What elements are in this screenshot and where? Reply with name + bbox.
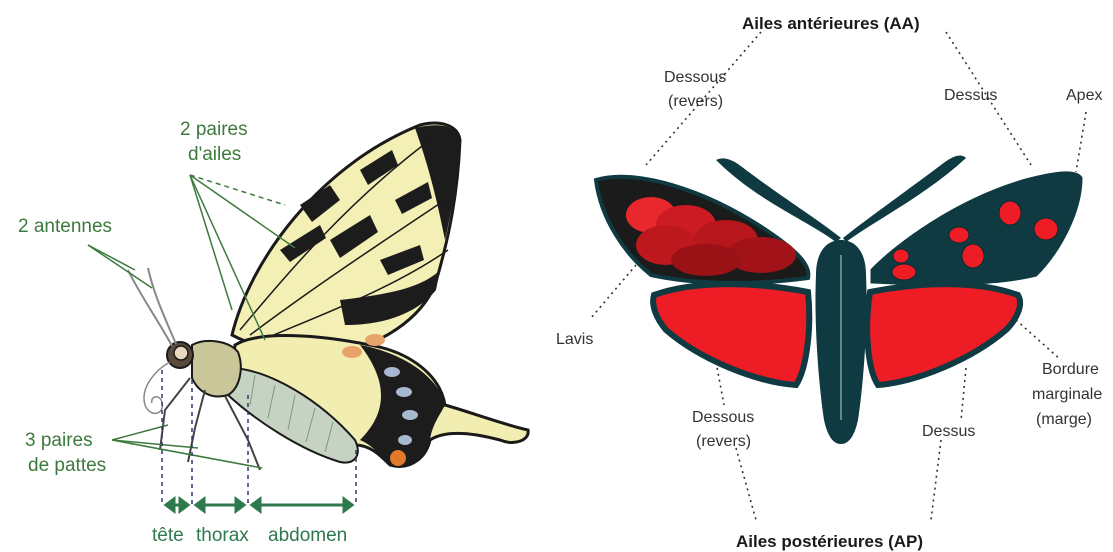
upperside-top-label: Dessus bbox=[944, 87, 997, 104]
thorax bbox=[192, 341, 241, 397]
lavis-label: Lavis bbox=[556, 331, 593, 348]
underside-top-line2: (revers) bbox=[668, 93, 723, 110]
wings-label-line2: d'ailes bbox=[188, 144, 241, 165]
legs-label-line2: de pattes bbox=[28, 455, 106, 476]
legs-pointer-lines bbox=[112, 425, 262, 468]
border-label-line2: marginale bbox=[1032, 386, 1102, 403]
segment-arrows bbox=[166, 499, 352, 511]
border-label-line1: Bordure bbox=[1042, 361, 1099, 378]
underside-bottom-line2: (revers) bbox=[696, 433, 751, 450]
right-hindwing bbox=[867, 284, 1020, 385]
swallowtail-diagram: 2 paires d'ailes 2 antennes 3 paires de … bbox=[0, 0, 556, 552]
segment-abdomen-label: abdomen bbox=[268, 525, 347, 546]
wings-label-line1: 2 paires bbox=[180, 119, 248, 140]
antenna-1 bbox=[128, 270, 172, 346]
hindwings-title: Ailes postérieures (AP) bbox=[736, 532, 923, 551]
legs-label-line1: 3 paires bbox=[25, 430, 93, 451]
segment-thorax-label: thorax bbox=[196, 525, 249, 546]
antennae-pointer-lines bbox=[88, 245, 152, 288]
swallowtail-illustration: 2 paires d'ailes 2 antennes 3 paires de … bbox=[0, 0, 556, 552]
apex-label: Apex bbox=[1066, 87, 1102, 104]
antennae-label: 2 antennes bbox=[18, 216, 112, 237]
forewings-title: Ailes antérieures (AA) bbox=[742, 14, 920, 33]
moth-illustration: Ailes antérieures (AA) Ailes postérieure… bbox=[556, 0, 1113, 552]
eye bbox=[174, 346, 188, 360]
proboscis bbox=[144, 362, 170, 413]
moth-diagram: Ailes antérieures (AA) Ailes postérieure… bbox=[556, 0, 1113, 552]
underside-top-line1: Dessous bbox=[664, 69, 726, 86]
left-hindwing bbox=[653, 284, 809, 385]
upperside-bottom-label: Dessus bbox=[922, 423, 975, 440]
underside-bottom-line1: Dessous bbox=[692, 409, 754, 426]
hindwing-eyespot bbox=[390, 450, 406, 466]
border-label-line3: (marge) bbox=[1036, 411, 1092, 428]
antenna-2 bbox=[148, 268, 176, 344]
segment-head-label: tête bbox=[152, 525, 184, 546]
